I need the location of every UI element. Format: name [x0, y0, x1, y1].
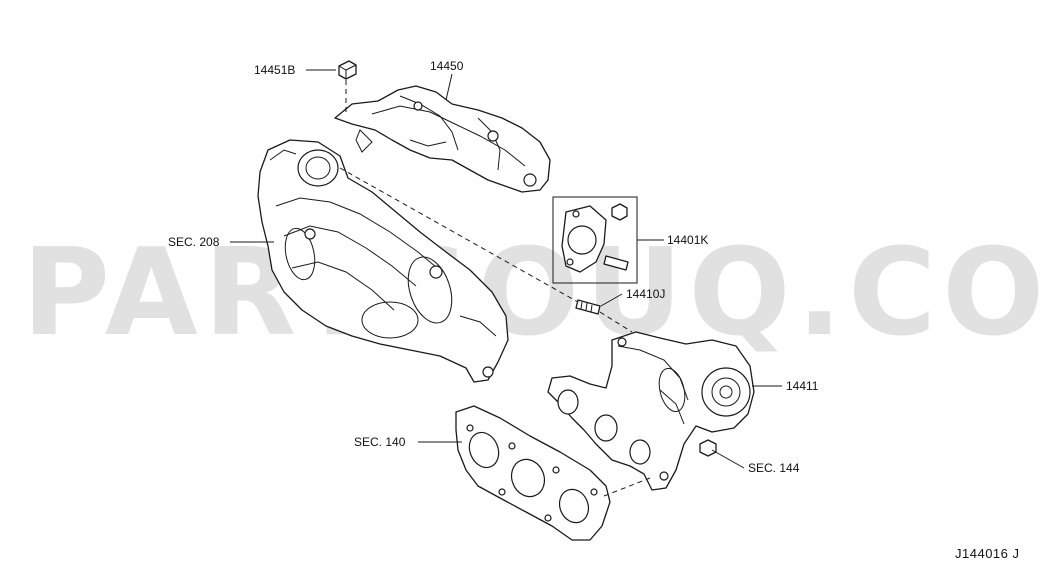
stud-14410J[interactable] — [575, 299, 601, 315]
callout-14450: 14450 — [430, 59, 464, 73]
heat-shield-14450[interactable] — [334, 85, 551, 193]
assembly-lines — [339, 167, 651, 497]
callout-14411: 14411 — [786, 379, 819, 393]
callout-14451B: 14451B — [254, 63, 295, 77]
leader-lines — [230, 69, 782, 469]
gasket-set-14401K[interactable] — [552, 196, 638, 284]
callout-14410J: 14410J — [626, 287, 665, 301]
watermark: PARTSOUQ.COM — [22, 224, 1045, 363]
callout-14401K: 14401K — [667, 233, 708, 247]
callout-sec-144: SEC. 144 — [748, 461, 800, 475]
diagram-reference-id: J144016 J — [955, 546, 1020, 561]
gasket-sec-140[interactable] — [455, 405, 611, 541]
bolt-14451B[interactable] — [338, 60, 357, 116]
callout-sec-208: SEC. 208 — [168, 235, 220, 249]
catalytic-converter-sec-208[interactable] — [257, 139, 509, 383]
callout-sec-140: SEC. 140 — [354, 435, 406, 449]
